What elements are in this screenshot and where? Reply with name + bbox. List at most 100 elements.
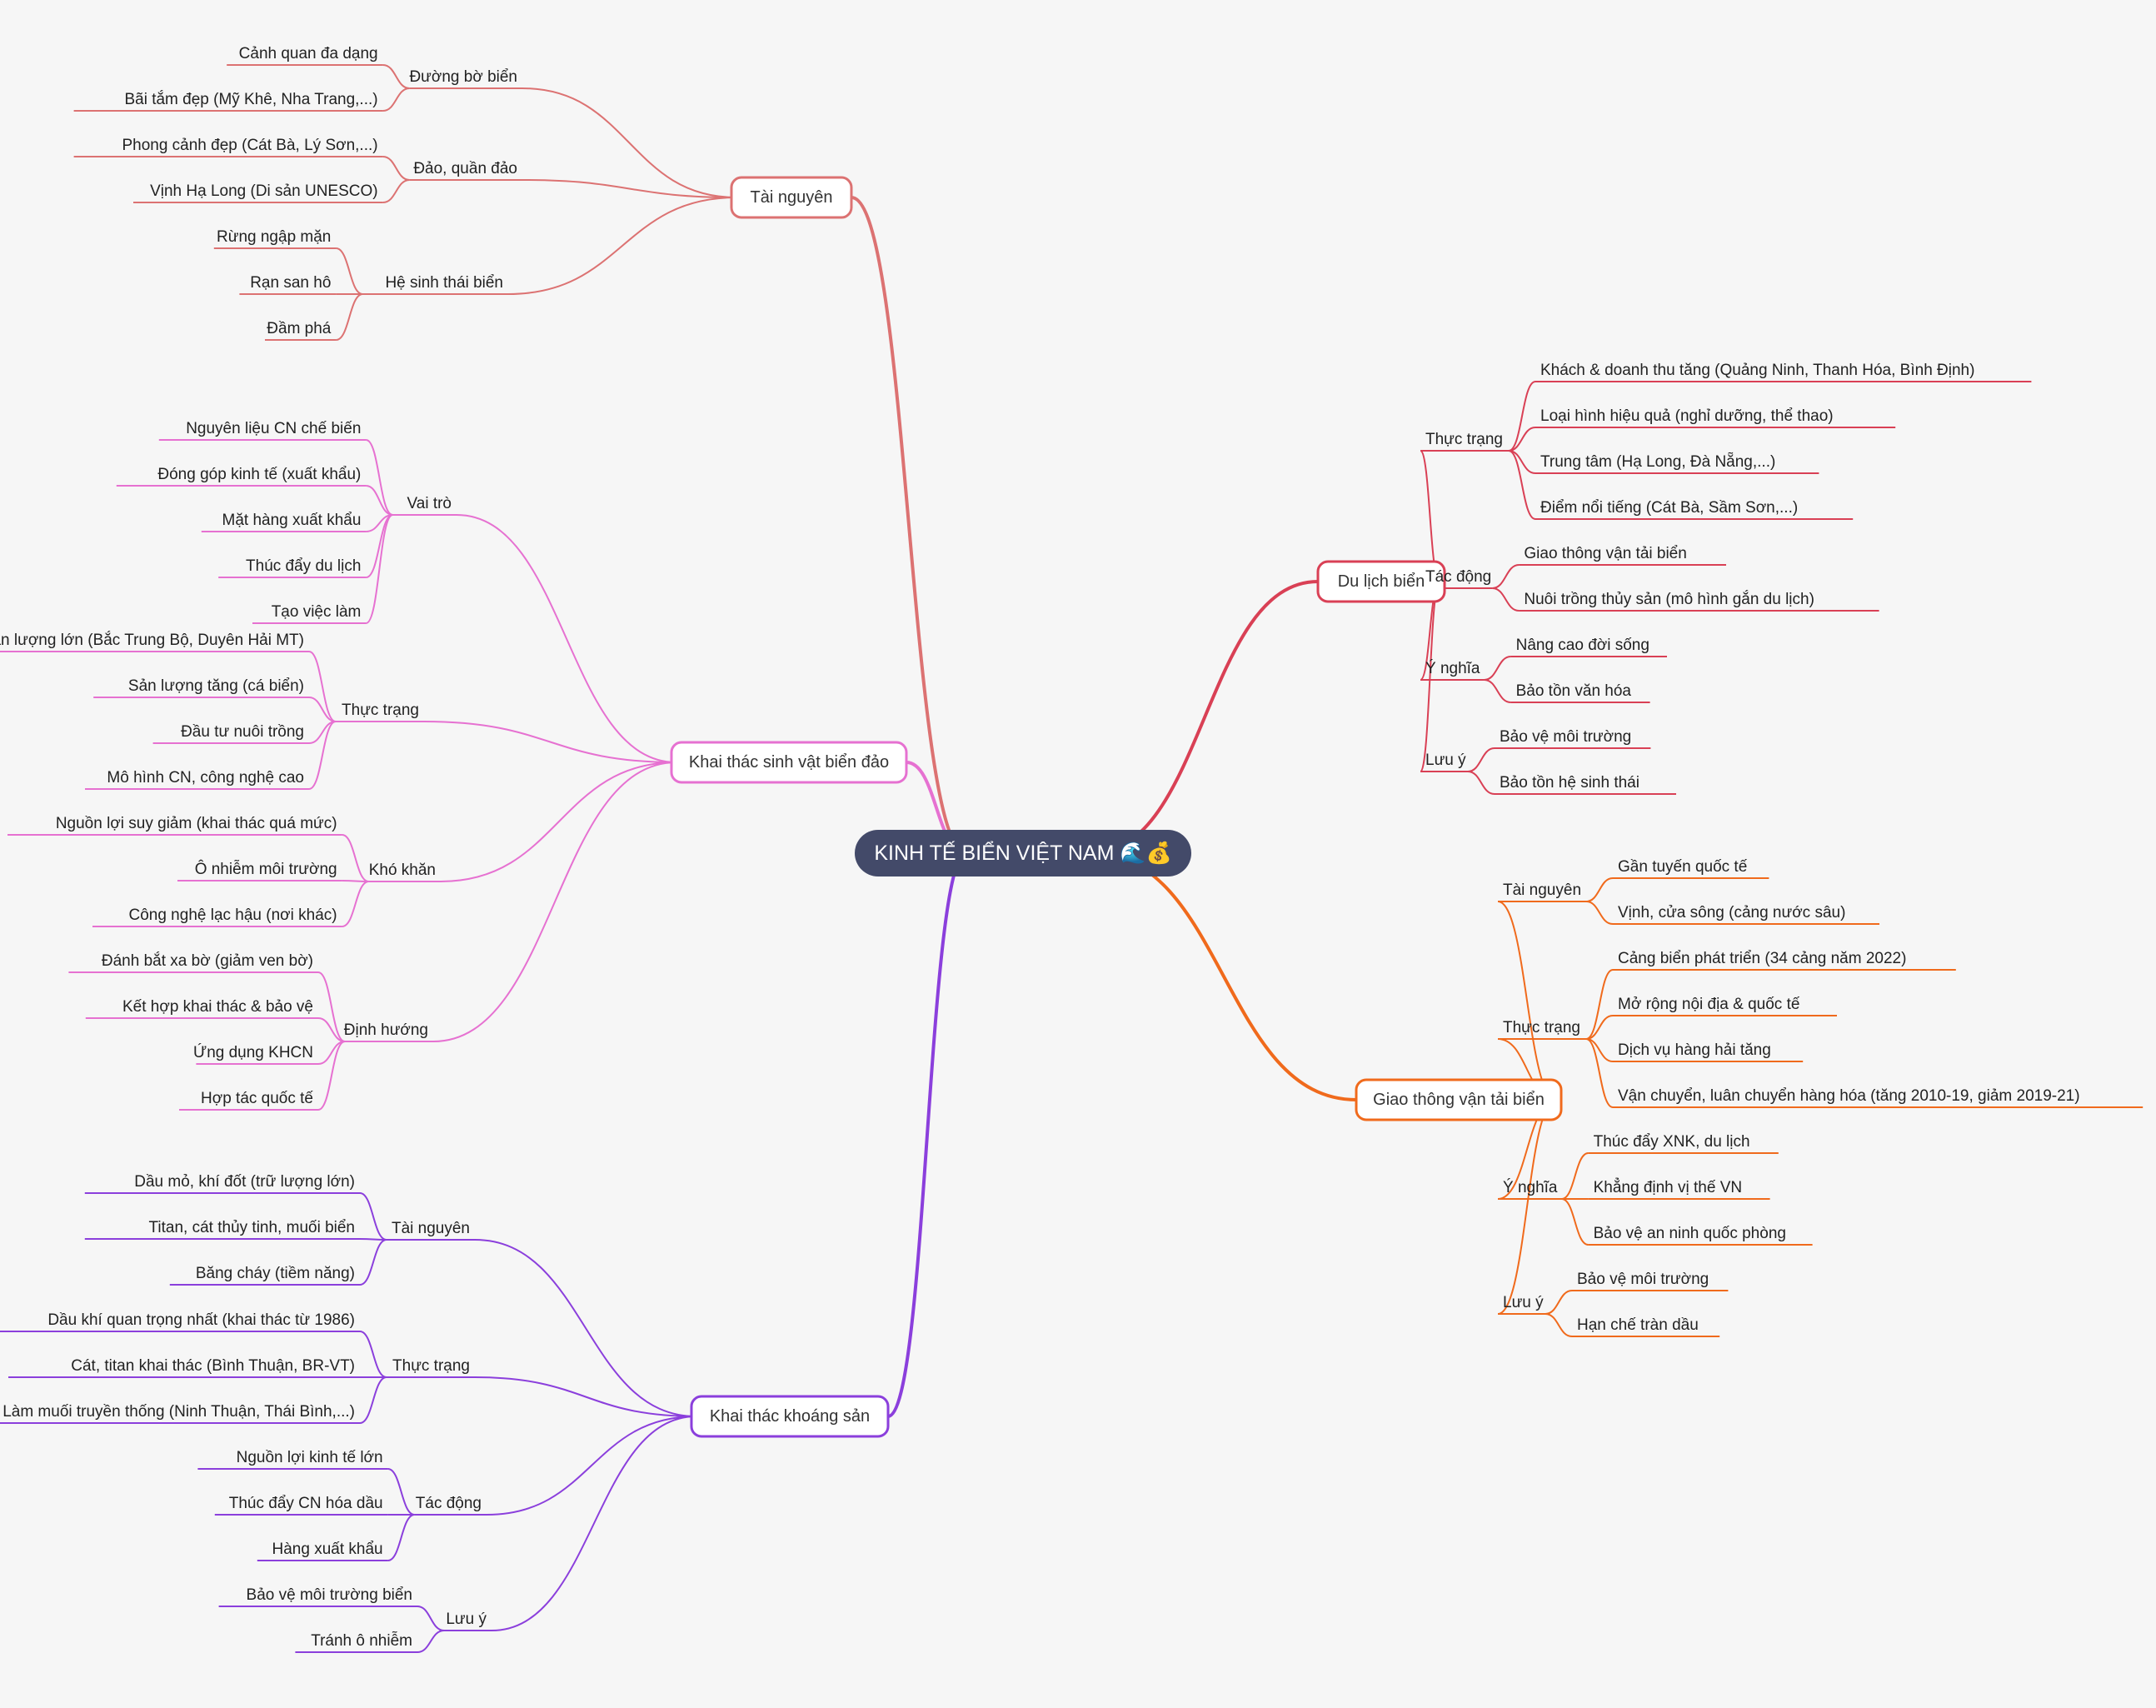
group-label[interactable]: Khó khăn — [368, 861, 436, 879]
leaf-label[interactable]: Vịnh, cửa sông (cảng nước sâu) — [1618, 904, 1846, 921]
leaf-connector — [308, 697, 337, 722]
branch-node[interactable] — [670, 741, 908, 784]
branch-node[interactable] — [690, 1395, 890, 1438]
leaf-label[interactable]: Ứng dụng KHCN — [192, 1044, 313, 1061]
leaf-label[interactable]: Bảo vệ môi trường biển — [246, 1586, 412, 1604]
leaf-label[interactable]: Đầu tư nuôi trồng — [181, 723, 304, 741]
leaf-label[interactable]: Rạn san hô — [250, 274, 332, 292]
leaf-label[interactable]: Nâng cao đời sống — [1515, 637, 1649, 654]
branch-label[interactable]: Khai thác sinh vật biển đảo — [688, 753, 890, 772]
group-label[interactable]: Hệ sinh thái biển — [385, 274, 503, 292]
leaf-label[interactable]: Bãi tắm đẹp (Mỹ Khê, Nha Trang,...) — [124, 91, 378, 108]
leaf-label[interactable]: Rừng ngập mặn — [217, 228, 332, 246]
leaf-label[interactable]: Nguyên liệu CN chế biến — [186, 420, 362, 437]
leaf-label[interactable]: Bảo tồn hệ sinh thái — [1500, 774, 1639, 792]
branch-label[interactable]: Giao thông vận tải biển — [1373, 1091, 1545, 1109]
group-label[interactable]: Định hướng — [343, 1021, 428, 1039]
leaf-label[interactable]: Sản lượng lớn (Bắc Trung Bộ, Duyên Hải M… — [0, 632, 304, 649]
branch-node[interactable] — [1316, 560, 1446, 603]
leaf-label[interactable]: Vịnh Hạ Long (Di sản UNESCO) — [150, 182, 378, 200]
group-label[interactable]: Thực trạng — [392, 1357, 470, 1375]
leaf-label[interactable]: Gần tuyến quốc tế — [1618, 858, 1748, 876]
leaf-label[interactable]: Tránh ô nhiễm — [311, 1632, 412, 1650]
branch-label[interactable]: Du lịch biển — [1337, 572, 1425, 591]
leaf-connector — [1492, 587, 1520, 612]
leaf-label[interactable]: Phong cảnh đẹp (Cát Bà, Lý Sơn,...) — [122, 137, 378, 154]
leaf-label[interactable]: Mô hình CN, công nghệ cao — [107, 769, 304, 787]
group-label[interactable]: Thực trạng — [1503, 1019, 1580, 1036]
branch-connector — [851, 196, 967, 855]
leaf-label[interactable]: Titan, cát thủy tinh, muối biển — [148, 1219, 355, 1236]
branch-node[interactable] — [1355, 1078, 1563, 1121]
leaf-label[interactable]: Đóng góp kinh tế (xuất khẩu) — [157, 466, 362, 483]
leaf-label[interactable]: Băng cháy (tiềm năng) — [195, 1265, 355, 1282]
group-label[interactable]: Đảo, quần đảo — [413, 160, 517, 177]
group-label[interactable]: Tác động — [415, 1495, 482, 1512]
leaf-label[interactable]: Điểm nổi tiếng (Cát Bà, Sầm Sơn,...) — [1540, 499, 1799, 517]
leaf-label[interactable]: Dầu mỏ, khí đốt (trữ lượng lớn) — [134, 1173, 355, 1191]
leaf-label[interactable]: Khách & doanh thu tăng (Quảng Ninh, Than… — [1540, 362, 1975, 379]
leaf-connector — [417, 1606, 445, 1631]
leaf-label[interactable]: Vận chuyển, luân chuyển hàng hóa (tăng 2… — [1618, 1087, 2080, 1105]
group-label[interactable]: Tác động — [1425, 568, 1492, 586]
leaf-label[interactable]: Nguồn lợi kinh tế lớn — [236, 1449, 383, 1466]
leaf-label[interactable]: Nguồn lợi suy giảm (khai thác quá mức) — [55, 815, 337, 832]
leaf-label[interactable]: Mở rộng nội địa & quốc tế — [1618, 996, 1800, 1013]
leaf-connector — [317, 971, 346, 1042]
leaf-label[interactable]: Trung tâm (Hạ Long, Đà Nẵng,...) — [1540, 453, 1776, 471]
leaf-label[interactable]: Bảo tồn văn hóa — [1515, 682, 1631, 700]
leaf-label[interactable]: Kết hợp khai thác & bảo vệ — [122, 998, 313, 1016]
group-label[interactable]: Lưu ý — [1503, 1294, 1544, 1311]
branch-label[interactable]: Khai thác khoáng sản — [709, 1407, 871, 1426]
leaf-label[interactable]: Hợp tác quốc tế — [201, 1090, 313, 1107]
group-label[interactable]: Tài nguyên — [391, 1220, 470, 1237]
leaf-label[interactable]: Thúc đẩy CN hóa dầu — [228, 1495, 383, 1512]
leaf-label[interactable]: Ô nhiễm môi trường — [194, 861, 337, 878]
branch-node[interactable] — [730, 176, 853, 219]
branch-label[interactable]: Tài nguyên — [750, 188, 833, 207]
group-label[interactable]: Ý nghĩa — [1425, 660, 1480, 677]
leaf-connector — [1508, 427, 1536, 452]
leaf-connector — [387, 1468, 415, 1516]
leaf-label[interactable]: Hàng xuất khẩu — [272, 1541, 383, 1558]
group-label[interactable]: Đường bờ biển — [409, 68, 517, 86]
leaf-label[interactable]: Bảo vệ môi trường — [1577, 1271, 1709, 1288]
root-node[interactable] — [855, 830, 1191, 876]
group-label[interactable]: Lưu ý — [446, 1611, 487, 1628]
leaf-connector — [365, 514, 393, 624]
leaf-label[interactable]: Cảng biển phát triển (34 cảng năm 2022) — [1618, 950, 1907, 967]
group-label[interactable]: Thực trạng — [1425, 431, 1503, 448]
leaf-connector — [1467, 771, 1495, 795]
group-label[interactable]: Tài nguyên — [1503, 881, 1582, 899]
leaf-label[interactable]: Khẳng định vị thế VN — [1593, 1179, 1743, 1196]
leaf-label[interactable]: Giao thông vận tải biển — [1524, 545, 1687, 562]
leaf-connector — [336, 247, 363, 295]
leaf-label[interactable]: Tạo việc làm — [271, 603, 362, 621]
leaf-label[interactable]: Cát, titan khai thác (Bình Thuận, BR-VT) — [71, 1357, 355, 1375]
leaf-label[interactable]: Thúc đẩy du lịch — [246, 557, 362, 575]
group-label[interactable]: Lưu ý — [1425, 752, 1466, 769]
leaf-label[interactable]: Hạn chế tràn dầu — [1577, 1316, 1699, 1334]
leaf-label[interactable]: Đầm phá — [267, 320, 332, 337]
group-label[interactable]: Thực trạng — [342, 702, 419, 719]
leaf-label[interactable]: Sản lượng tăng (cá biển) — [127, 677, 304, 695]
leaf-label[interactable]: Công nghệ lạc hậu (nơi khác) — [128, 906, 337, 924]
leaf-connector — [382, 156, 410, 181]
leaf-label[interactable]: Bảo vệ an ninh quốc phòng — [1593, 1225, 1786, 1242]
group-connector — [486, 1416, 697, 1516]
leaf-label[interactable]: Cảnh quan đa dạng — [238, 45, 378, 62]
leaf-label[interactable]: Đánh bắt xa bờ (giảm ven bờ) — [101, 952, 313, 970]
leaf-label[interactable]: Loại hình hiệu quả (nghỉ dưỡng, thể thao… — [1540, 407, 1834, 425]
leaf-label[interactable]: Thúc đẩy XNK, du lịch — [1593, 1133, 1750, 1151]
leaf-label[interactable]: Mặt hàng xuất khẩu — [222, 512, 362, 529]
leaf-label[interactable]: Làm muối truyền thống (Ninh Thuận, Thái … — [2, 1403, 355, 1421]
leaf-label[interactable]: Nuôi trồng thủy sản (mô hình gắn du lịch… — [1524, 591, 1814, 608]
leaf-connector — [366, 439, 393, 516]
leaf-label[interactable]: Bảo vệ môi trường — [1500, 728, 1632, 746]
group-label[interactable]: Ý nghĩa — [1503, 1179, 1558, 1196]
group-label[interactable]: Vai trò — [407, 495, 452, 512]
leaf-connector — [382, 87, 410, 112]
leaf-label[interactable]: Dịch vụ hàng hải tăng — [1618, 1041, 1771, 1059]
root-label[interactable]: KINH TẾ BIỂN VIỆT NAM 🌊💰 — [874, 842, 1172, 865]
leaf-label[interactable]: Dầu khí quan trọng nhất (khai thác từ 19… — [47, 1311, 355, 1329]
